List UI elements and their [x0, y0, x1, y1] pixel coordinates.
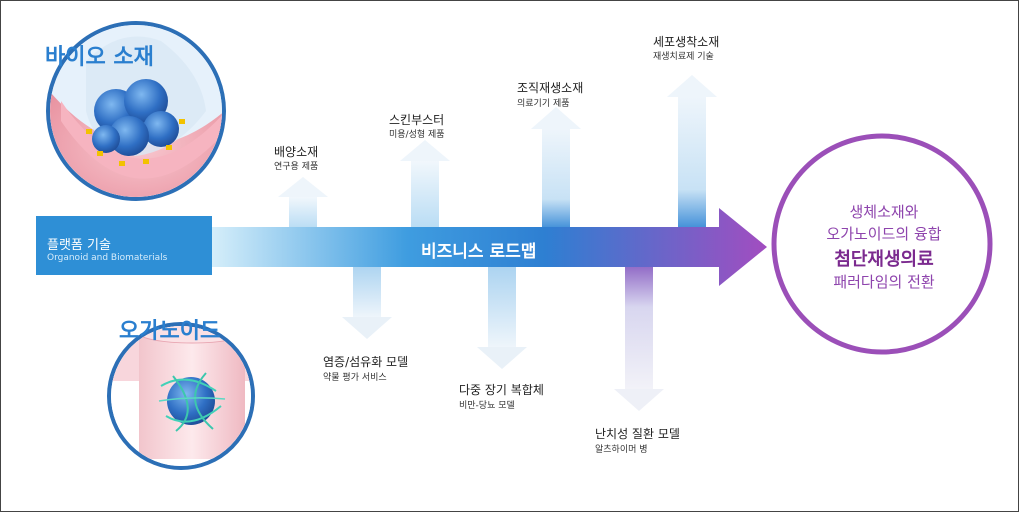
- down-arrow-1: [342, 263, 392, 339]
- down-item-2-subtitle: 비만-당뇨 모델: [459, 401, 515, 411]
- down-item-1-title: 염증/섬유화 모델: [323, 355, 409, 369]
- main-roadmap-arrow: [212, 208, 767, 286]
- up-item-1-title: 배양소재: [274, 145, 319, 159]
- down-item-3-title: 난치성 질환 모델: [595, 427, 680, 441]
- up-item-4-subtitle: 재생치료제 기술: [653, 52, 714, 62]
- up-arrow-3: [531, 107, 581, 229]
- bio-material-illustration: [46, 21, 226, 201]
- up-item-3-subtitle: 의료기기 제품: [517, 99, 570, 109]
- result-line-1: 생체소재와: [849, 203, 919, 221]
- roadmap-label: 비즈니스 로드맵: [421, 242, 537, 262]
- up-arrow-1: [278, 177, 328, 229]
- platform-box: [36, 216, 212, 275]
- result-line-4: 패러다임의 전환: [833, 273, 935, 291]
- up-item-4-title: 세포생착소재: [653, 35, 720, 49]
- down-arrow-2: [477, 263, 527, 369]
- down-arrow-3: [614, 263, 664, 411]
- organoid-title: 오가노이드: [119, 319, 221, 344]
- bio-material-title: 바이오 소재: [45, 45, 154, 70]
- up-arrow-4: [667, 75, 717, 229]
- up-item-3-title: 조직재생소재: [517, 81, 584, 95]
- down-item-3-subtitle: 알츠하이머 병: [595, 445, 648, 455]
- up-item-1-subtitle: 연구용 제품: [274, 162, 319, 172]
- up-arrow-2: [400, 140, 450, 229]
- up-item-2-subtitle: 미용/성형 제품: [389, 130, 445, 140]
- down-item-2-title: 다중 장기 복합체: [459, 383, 544, 397]
- result-circle: [771, 133, 993, 355]
- organoid-illustration: [107, 322, 255, 470]
- result-line-3: 첨단재생의료: [834, 249, 934, 270]
- platform-subtitle: Organoid and Biomaterials: [47, 253, 168, 263]
- platform-title: 플랫폼 기술: [47, 238, 111, 253]
- up-item-2-title: 스킨부스터: [389, 113, 445, 127]
- result-line-2: 오가노이드의 융합: [826, 225, 942, 243]
- down-item-1-subtitle: 약물 평가 서비스: [323, 373, 387, 383]
